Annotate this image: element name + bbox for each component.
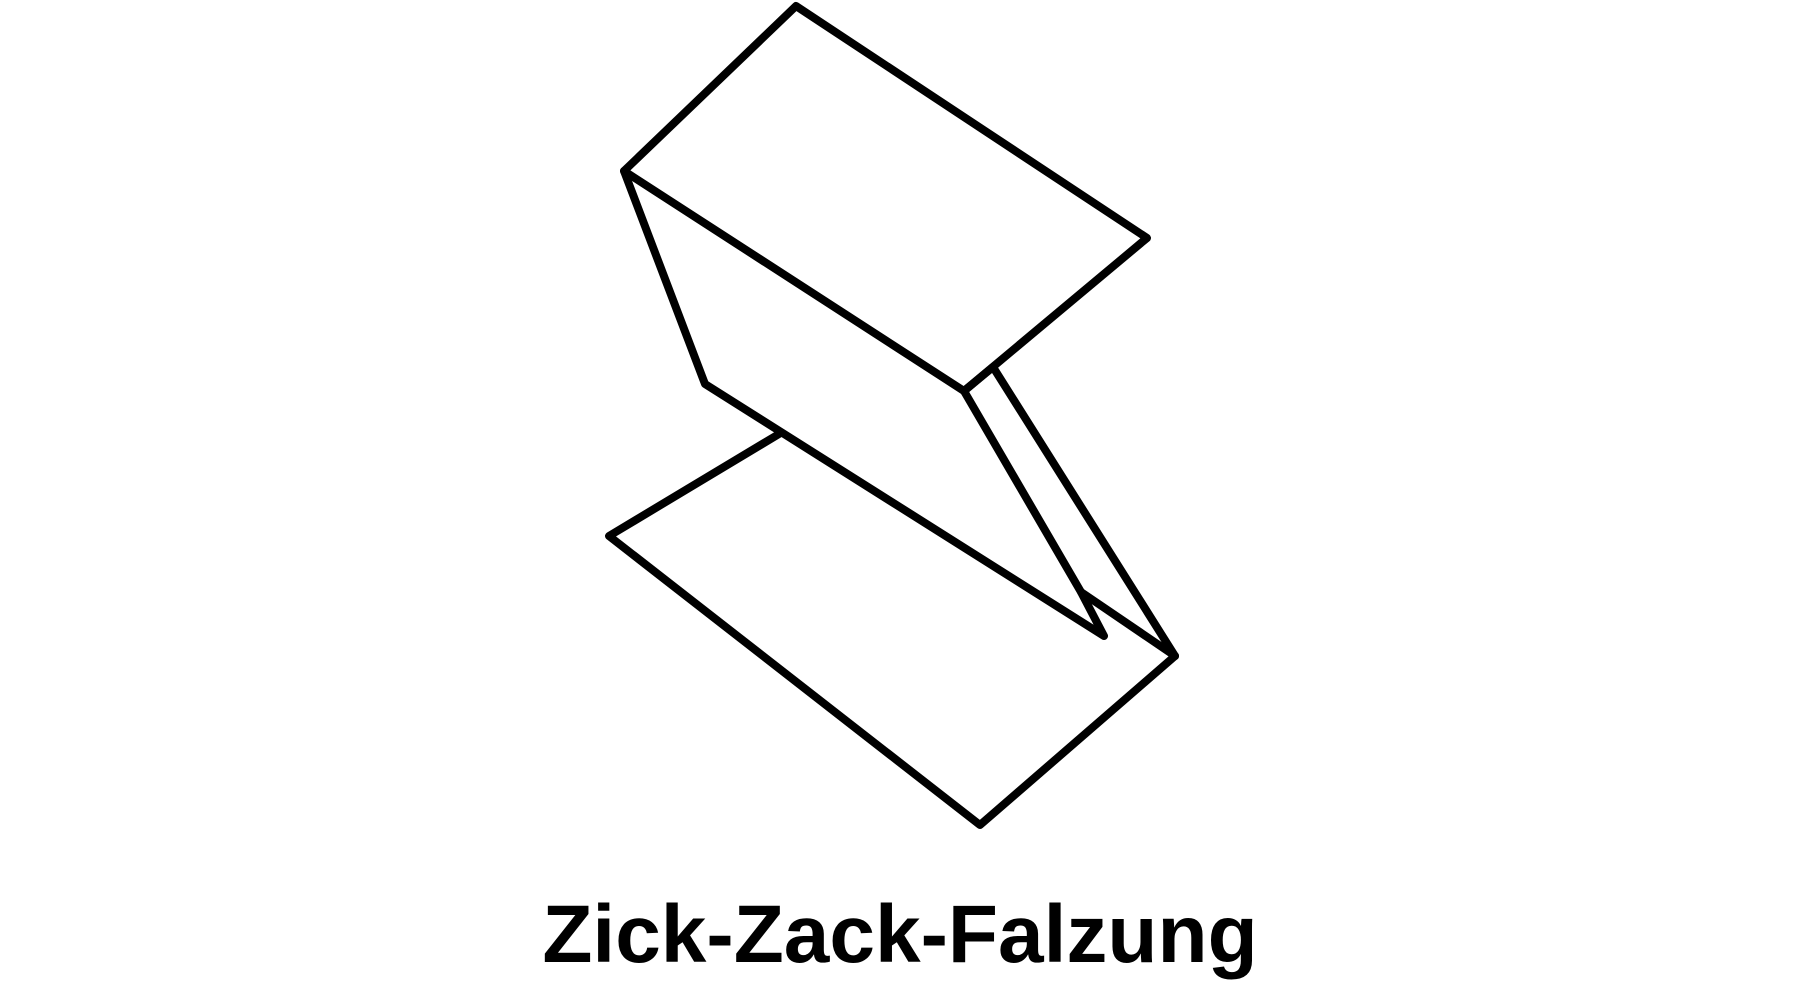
top-panel: [620, 2, 1151, 395]
back-fold-strip: [960, 363, 1179, 660]
diagram-caption: Zick-Zack-Falzung: [542, 889, 1258, 980]
bottom-panel: [605, 430, 1179, 829]
middle-panel: [620, 167, 1108, 640]
inner-fold-line: [1077, 588, 1179, 660]
